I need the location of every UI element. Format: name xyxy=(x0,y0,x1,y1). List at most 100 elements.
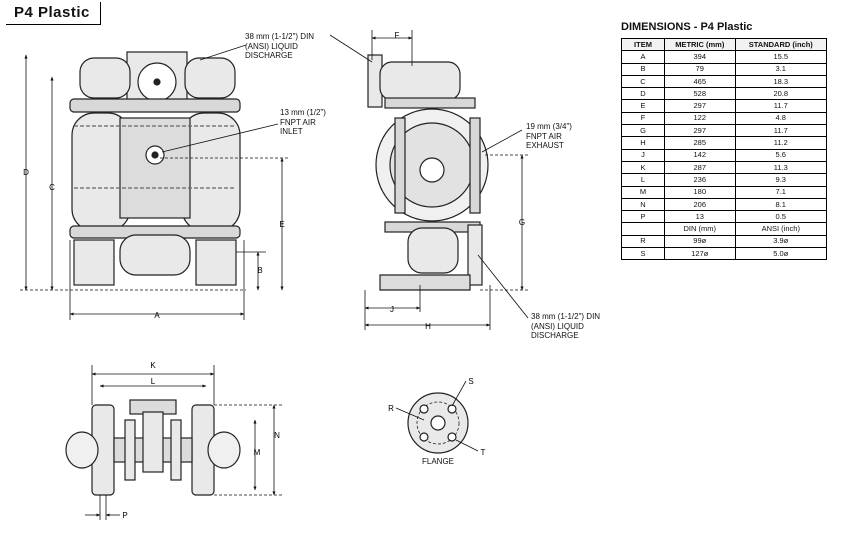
dim-label-B: B xyxy=(257,266,262,275)
table-cell-metric: 79 xyxy=(664,62,736,76)
dim-label-L: L xyxy=(151,377,156,386)
table-cell-standard: 3.1 xyxy=(734,62,828,76)
left-foot xyxy=(73,239,115,286)
dim-label-C: C xyxy=(49,183,55,192)
table-cell-item: M xyxy=(621,185,665,199)
callout-air-inlet: 13 mm (1/2") FNPT AIR INLET xyxy=(280,108,326,136)
table-cell-standard: 0.5 xyxy=(734,210,828,224)
right-chamber xyxy=(181,112,241,232)
dim-label-G: G xyxy=(519,218,525,227)
dim-label-D: D xyxy=(23,168,29,177)
table-cell-item: S xyxy=(621,247,665,261)
dim-label-S: S xyxy=(468,377,473,386)
table-cell-standard: 11.7 xyxy=(734,124,828,138)
table-cell-standard: 15.5 xyxy=(734,50,828,64)
table-row: DIN (mm)ANSI (inch) xyxy=(621,222,828,236)
table-cell-item: J xyxy=(621,148,665,162)
dimensions-table-header-row: ITEM METRIC (mm) STANDARD (inch) xyxy=(621,37,828,52)
table-cell-item: H xyxy=(621,136,665,150)
upper-clamp-bar xyxy=(69,98,241,113)
table-cell-standard: 11.2 xyxy=(734,136,828,150)
table-cell-metric: DIN (mm) xyxy=(664,222,736,236)
callout-liquid-discharge-bottom: 38 mm (1-1/2") DIN (ANSI) LIQUID DISCHAR… xyxy=(531,312,601,340)
table-cell-item: F xyxy=(621,111,665,126)
callout-flange: FLANGE xyxy=(422,457,455,466)
table-cell-metric: 236 xyxy=(664,173,736,187)
table-cell-standard: 5.6 xyxy=(734,148,828,162)
table-cell-item: D xyxy=(621,87,665,101)
table-cell-standard: ANSI (inch) xyxy=(734,222,828,236)
col-header-standard: STANDARD (inch) xyxy=(734,37,828,52)
table-cell-standard: 8.1 xyxy=(734,197,828,212)
dim-label-T: T xyxy=(481,448,486,457)
callout-air-exhaust: 19 mm (3/4") FNPT AIR EXHAUST xyxy=(526,122,572,150)
dim-label-E: E xyxy=(279,220,284,229)
table-cell-metric: 285 xyxy=(664,136,736,150)
dim-label-J: J xyxy=(390,305,394,314)
table-cell-standard: 9.3 xyxy=(734,173,828,187)
table-cell-metric: 13 xyxy=(664,210,736,224)
dim-label-H: H xyxy=(425,322,431,331)
table-cell-metric: 297 xyxy=(664,99,736,113)
side-base xyxy=(379,274,471,291)
dim-label-R: R xyxy=(388,404,394,413)
dimensions-table-title: DIMENSIONS - P4 Plastic xyxy=(621,21,753,33)
table-cell-metric: 99ø xyxy=(664,234,736,249)
table-cell-item: A xyxy=(621,50,665,64)
col-header-metric: METRIC (mm) xyxy=(664,37,736,52)
dim-label-N: N xyxy=(274,431,280,440)
table-cell-metric: 465 xyxy=(664,74,736,89)
table-cell-item xyxy=(621,222,665,236)
table-cell-standard: 4.8 xyxy=(734,111,828,126)
table-cell-item: L xyxy=(621,173,665,187)
title-box: P4 Plastic xyxy=(6,2,101,25)
table-cell-metric: 142 xyxy=(664,148,736,162)
table-cell-standard: 20.8 xyxy=(734,87,828,101)
dim-label-M: M xyxy=(254,448,261,457)
table-cell-metric: 122 xyxy=(664,111,736,126)
dim-label-P: P xyxy=(122,511,127,520)
suction-manifold xyxy=(119,234,191,276)
right-foot xyxy=(195,239,237,286)
front-view xyxy=(69,51,241,286)
table-cell-item: E xyxy=(621,99,665,113)
table-cell-item: R xyxy=(621,234,665,249)
table-cell-standard: 18.3 xyxy=(734,74,828,89)
col-header-item: ITEM xyxy=(621,37,665,52)
center-section xyxy=(119,117,191,219)
side-view xyxy=(367,54,489,291)
dim-label-K: K xyxy=(150,361,156,370)
table-cell-standard: 3.9ø xyxy=(734,234,828,249)
table-cell-standard: 5.0ø xyxy=(734,247,828,261)
table-cell-metric: 127ø xyxy=(664,247,736,261)
page-title: P4 Plastic xyxy=(14,4,90,21)
table-cell-standard: 11.7 xyxy=(734,99,828,113)
table-cell-metric: 180 xyxy=(664,185,736,199)
table-cell-item: N xyxy=(621,197,665,212)
top-view xyxy=(65,399,241,496)
table-cell-item: P xyxy=(621,210,665,224)
table-cell-standard: 7.1 xyxy=(734,185,828,199)
flange-view xyxy=(407,392,469,454)
dim-label-A: A xyxy=(154,311,160,320)
table-cell-metric: 297 xyxy=(664,124,736,138)
table-cell-item: C xyxy=(621,74,665,89)
table-cell-metric: 287 xyxy=(664,160,736,175)
table-cell-item: B xyxy=(621,62,665,76)
dim-label-F: F xyxy=(395,31,400,40)
callout-liquid-discharge-top: 38 mm (1-1/2") DIN (ANSI) LIQUID DISCHAR… xyxy=(245,32,315,60)
